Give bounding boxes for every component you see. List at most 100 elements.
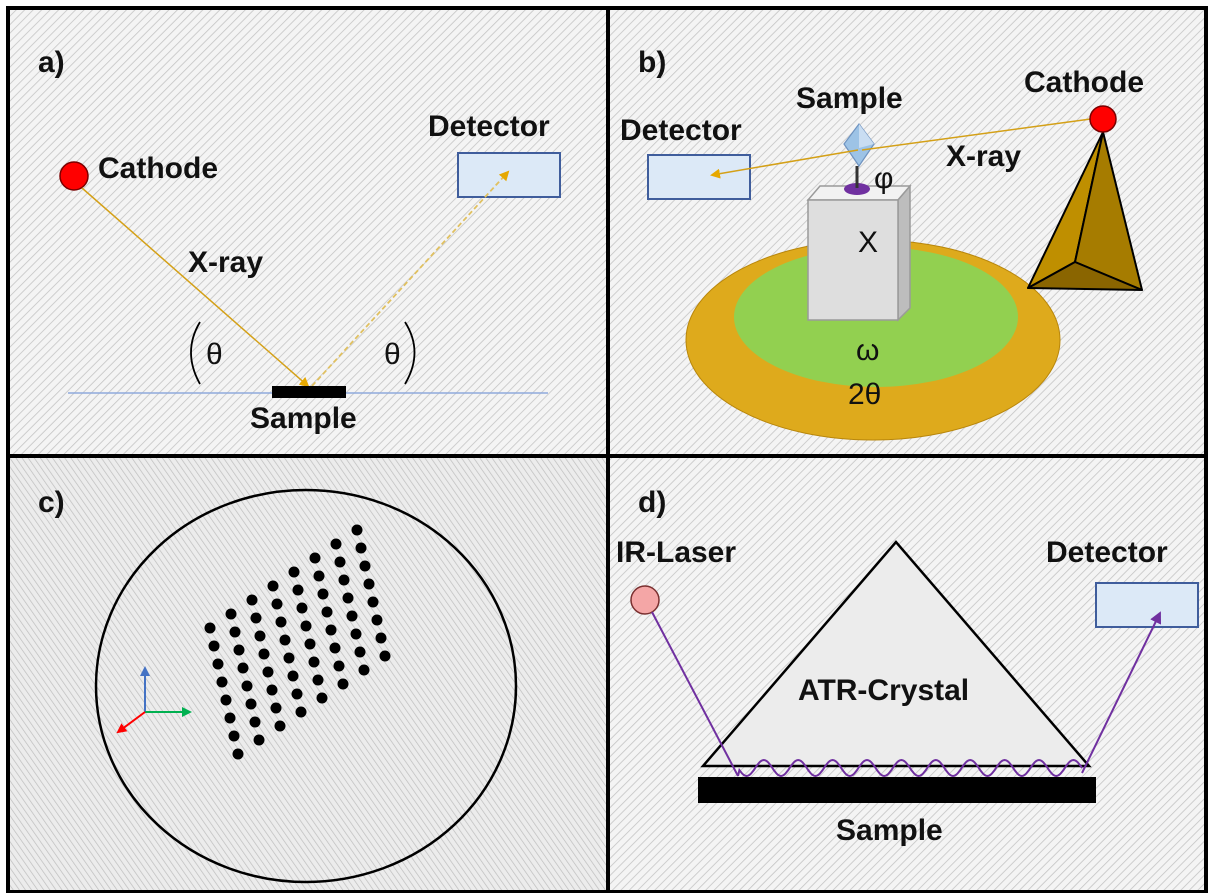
reflection-dot [208,640,220,652]
reflection-dot [296,602,308,614]
detector-box [647,154,751,200]
reflection-dot [232,748,244,760]
goniometer-block [806,183,912,322]
detector-box [457,152,561,198]
crystal-label: ATR-Crystal [798,674,969,707]
reflection-dot [225,608,237,620]
panel-c: c) [38,486,518,884]
reflection-dot [321,606,333,618]
reflection-dot [287,670,299,682]
reflection-lattice [204,524,391,760]
reflection-dot [262,666,274,678]
sample-crystal-icon [843,123,875,168]
two-theta-symbol: 2θ [848,378,881,411]
incident-xray-beam [81,187,310,388]
detector-box [1095,582,1199,628]
reflection-dot [359,560,371,572]
reflection-dot [275,616,287,628]
reflection-dot [245,698,257,710]
reflection-dot [312,674,324,686]
laser-label: IR-Laser [616,536,736,569]
reflection-dot [316,692,328,704]
reflection-dot [354,646,366,658]
phi-symbol: φ [874,162,893,195]
diffraction-pattern-circle [94,488,518,884]
reflection-dot [375,632,387,644]
reflection-dot [233,644,245,656]
reflection-dot [363,578,375,590]
sample-bar [272,386,346,398]
reflection-dot [304,638,316,650]
reflection-dot [288,566,300,578]
reflection-dot [367,596,379,608]
omega-symbol: ω [856,334,879,367]
reflection-dot [271,598,283,610]
sample-label: Sample [250,402,357,435]
theta-arc-right [404,321,416,385]
reflection-dot [270,702,282,714]
panel-d: d) IR-Laser Detector ATR-Crystal Sample [616,486,1199,847]
reflection-dot [254,630,266,642]
reflection-dot [330,538,342,550]
reflection-dot [229,626,241,638]
reflection-dot [338,574,350,586]
reflection-dot [355,542,367,554]
reflection-dot [309,552,321,564]
theta-arc-left [190,321,201,385]
reflection-dot [274,720,286,732]
reflection-dot [279,634,291,646]
panel-d-label: d) [638,486,666,519]
reflection-dot [216,676,228,688]
reflection-dot [350,628,362,640]
sample-bar [698,777,1096,803]
reflection-dot [379,650,391,662]
reflection-dot [241,680,253,692]
reflection-dot [250,612,262,624]
panel-c-label: c) [38,486,65,519]
diffracted-xray-beam [311,170,510,387]
reflection-dot [204,622,216,634]
reflection-dot [295,706,307,718]
reflection-dot [246,594,258,606]
reflection-dot [317,588,329,600]
reflection-dot [308,656,320,668]
reflection-dot [346,610,358,622]
sample-label: Sample [836,814,943,847]
ir-evanescent-wave [737,758,1083,778]
detector-label: Detector [1046,536,1168,569]
reflection-dot [228,730,240,742]
reflection-dot [313,570,325,582]
chi-symbol: Χ [858,226,878,259]
laser-icon [630,585,660,615]
reflection-dot [212,658,224,670]
reflection-dot [266,684,278,696]
reflection-dot [258,648,270,660]
reflection-dot [334,556,346,568]
xray-label: X-ray [188,246,263,279]
cathode-icon [1089,105,1117,133]
reflection-dot [333,660,345,672]
reflection-dot [329,642,341,654]
diffracted-xray-beam [710,149,859,179]
panel-b-label: b) [638,46,666,79]
panel-a: a) Cathode Detector X-ray θ θ Sample [38,46,561,435]
reflection-dot [253,734,265,746]
incident-xray-beam [861,117,1099,151]
reflection-dot [249,716,261,728]
detector-label: Detector [428,110,550,143]
reflection-dot [224,712,236,724]
reflection-dot [291,688,303,700]
reflection-dot [358,664,370,676]
panel-a-label: a) [38,46,65,79]
reflection-dot [342,592,354,604]
cathode-label: Cathode [1024,66,1144,99]
cathode-stand-pyramid [1027,131,1143,291]
reflection-dot [283,652,295,664]
sample-label: Sample [796,82,903,115]
reflection-dot [351,524,363,536]
theta-left-symbol: θ [206,338,223,371]
cathode-label: Cathode [98,152,218,185]
reflection-dot [237,662,249,674]
atr-crystal [700,540,1092,768]
cathode-icon [59,161,89,191]
